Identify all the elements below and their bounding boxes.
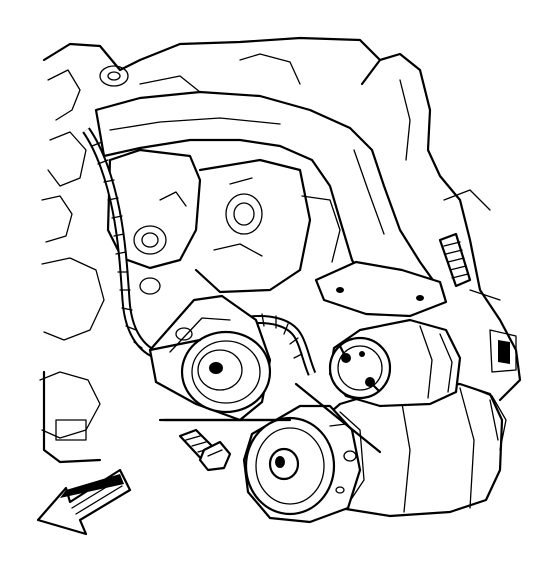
exhaust-pipe-icon (94, 90, 472, 318)
wiring-harness-icon (82, 127, 317, 376)
front-arrow-icon (36, 468, 132, 536)
engine-block-icon (39, 36, 522, 464)
leader-line-right (294, 382, 382, 454)
bolt-icon (178, 428, 232, 472)
solenoid-icon (328, 318, 462, 408)
